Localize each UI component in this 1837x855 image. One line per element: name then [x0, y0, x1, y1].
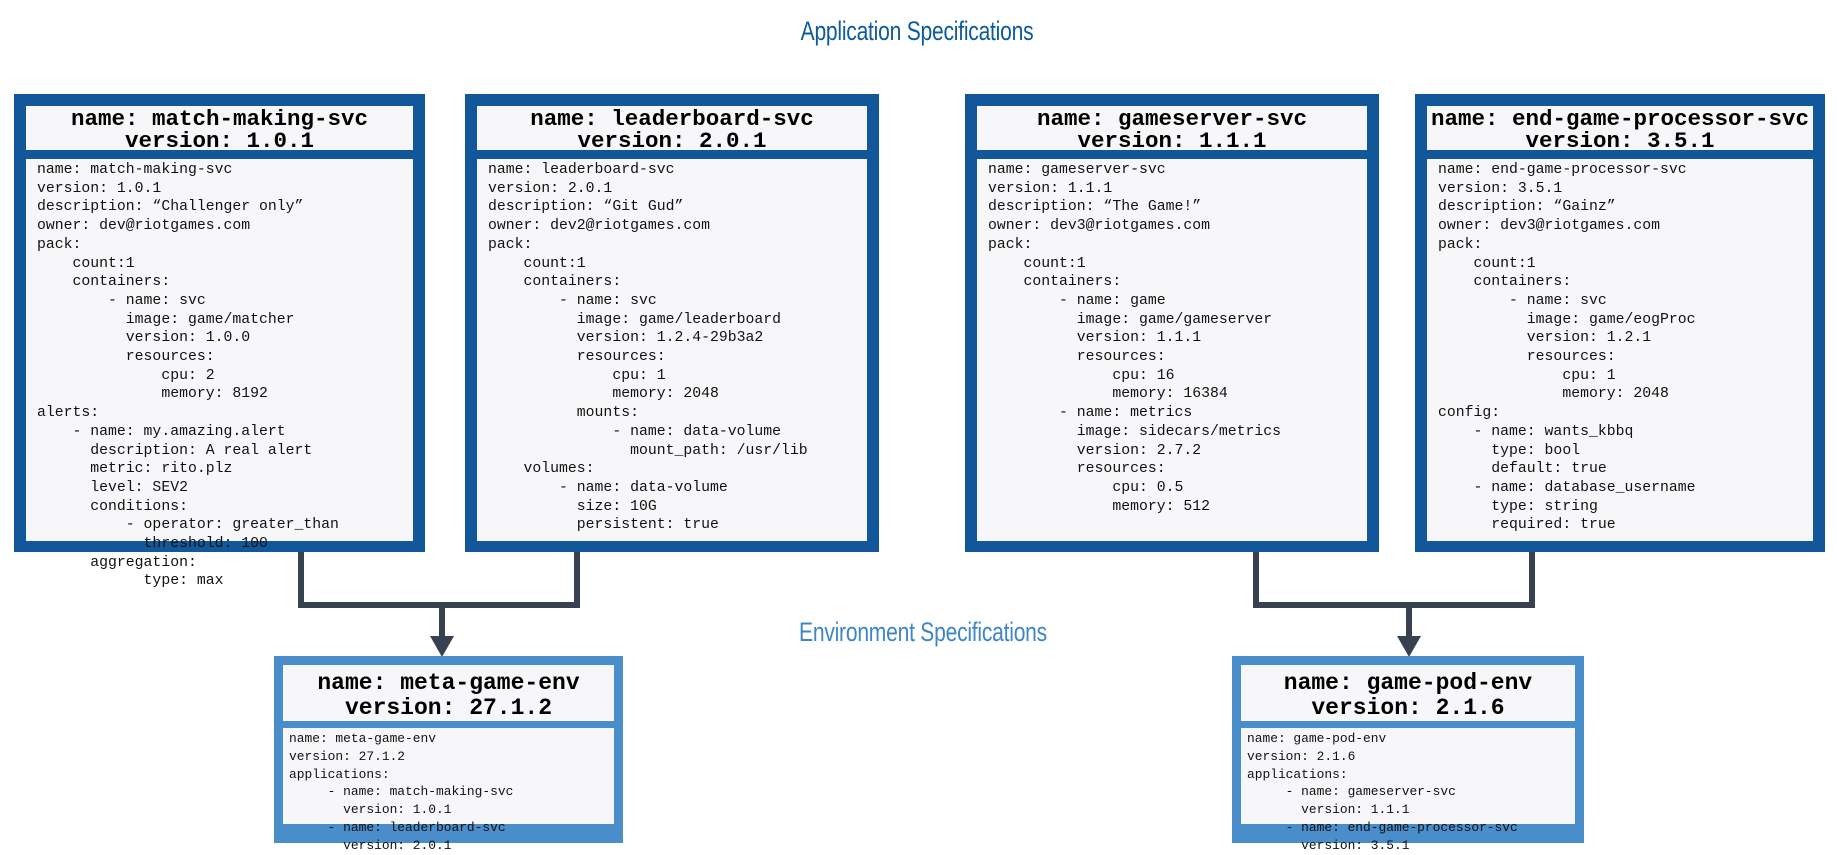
app-spec-gameserver-svc: name: gameserver-svc version: 1.1.1 name… — [965, 94, 1379, 552]
app-spec-header: name: match-making-svc version: 1.0.1 — [26, 106, 413, 152]
env-spec-header: name: meta-game-env version: 27.1.2 — [283, 665, 614, 721]
app-spec-match-making-svc: name: match-making-svc version: 1.0.1 na… — [14, 94, 425, 589]
app-spec-yaml: name: end-game-processor-svc version: 3.… — [1427, 159, 1813, 541]
app-spec-yaml: name: leaderboard-svc version: 2.0.1 des… — [477, 159, 867, 541]
app-spec-header: name: end-game-processor-svc version: 3.… — [1427, 106, 1813, 152]
app-spec-header: name: gameserver-svc version: 1.1.1 — [977, 106, 1367, 152]
env-spec-meta-game-env: name: meta-game-env version: 27.1.2 name… — [274, 656, 623, 853]
app-spec-leaderboard-svc: name: leaderboard-svc version: 2.0.1 nam… — [465, 94, 879, 552]
app-spec-yaml: name: gameserver-svc version: 1.1.1 desc… — [977, 159, 1367, 541]
arrow-head-right — [1397, 636, 1421, 657]
app-spec-header: name: leaderboard-svc version: 2.0.1 — [477, 106, 867, 152]
application-specifications-title: Application Specifications — [800, 16, 1034, 46]
env-spec-header: name: game-pod-env version: 2.1.6 — [1241, 665, 1575, 721]
env-spec-game-pod-env: name: game-pod-env version: 2.1.6 name: … — [1232, 656, 1584, 853]
environment-specifications-title: Environment Specifications — [799, 617, 1047, 647]
app-spec-yaml: name: match-making-svc version: 1.0.1 de… — [26, 159, 413, 589]
env-spec-yaml: name: game-pod-env version: 2.1.6 applic… — [1241, 728, 1575, 853]
connector-right — [1253, 552, 1535, 608]
arrow-head-left — [430, 636, 454, 657]
app-spec-end-game-processor-svc: name: end-game-processor-svc version: 3.… — [1415, 94, 1825, 552]
env-spec-yaml: name: meta-game-env version: 27.1.2 appl… — [283, 728, 614, 853]
connector-left — [298, 552, 580, 608]
